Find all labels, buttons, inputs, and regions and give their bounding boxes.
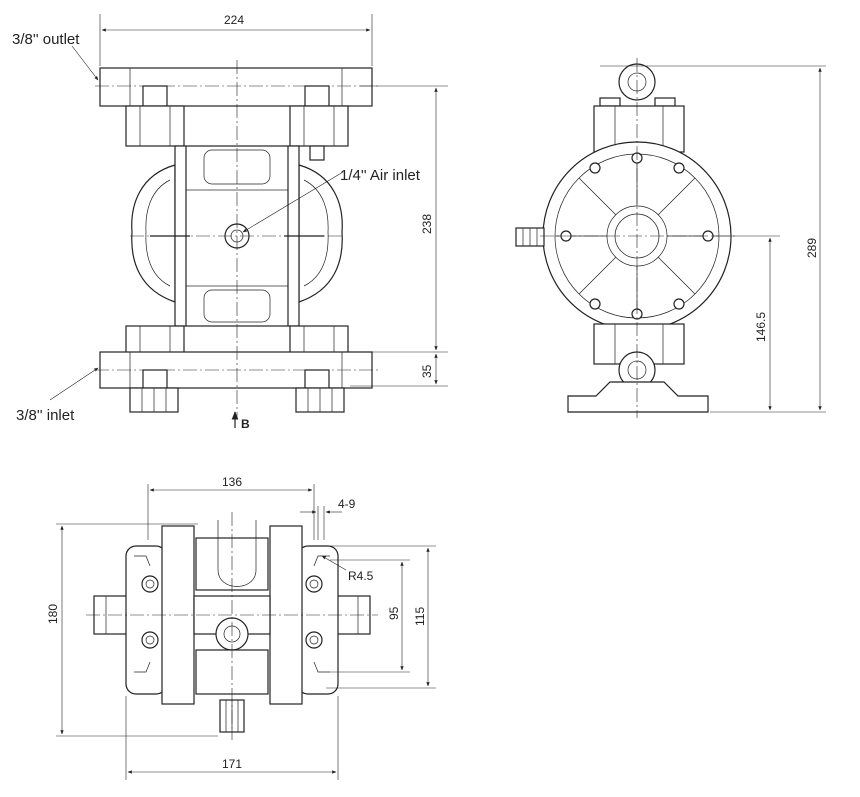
- front-upper-valve-right: [289, 105, 349, 147]
- view-b-label: B: [241, 417, 250, 431]
- side-dimensions: [710, 67, 826, 413]
- side-view: [515, 58, 826, 418]
- dim-front-width: 224: [224, 13, 244, 27]
- front-right-chamber: [298, 164, 343, 303]
- front-view: [95, 60, 378, 428]
- air-inlet-label: 1/4'' Air inlet: [340, 167, 421, 184]
- front-outlet-manifold: [99, 67, 373, 107]
- inlet-label: 3/8'' inlet: [16, 407, 75, 424]
- dim-front-height: 238: [420, 214, 434, 234]
- bottom-left-flange: [161, 525, 195, 705]
- dim-bottom-bolt-span: 136: [222, 475, 242, 489]
- front-upper-valve-left: [125, 105, 185, 147]
- dim-side-center-height: 146.5: [754, 312, 768, 342]
- dim-bottom-depth: 180: [46, 604, 60, 624]
- bottom-dimensions: [56, 484, 436, 780]
- dim-bottom-outer-span: 115: [413, 607, 427, 626]
- dim-side-total-height: 289: [805, 238, 819, 258]
- dim-bottom-slot-width: 4-9: [338, 497, 356, 511]
- dim-front-inlet-height: 35: [420, 364, 434, 378]
- bottom-view: [86, 512, 378, 740]
- side-base: [567, 381, 709, 413]
- dim-bottom-inner-span: 95: [387, 606, 401, 620]
- front-left-chamber: [131, 164, 176, 303]
- front-dimensions: [49, 14, 448, 401]
- outlet-label: 3/8'' outlet: [12, 31, 80, 48]
- dim-bottom-total-width: 171: [222, 757, 242, 771]
- dim-bottom-slot-radius: R4.5: [348, 569, 374, 583]
